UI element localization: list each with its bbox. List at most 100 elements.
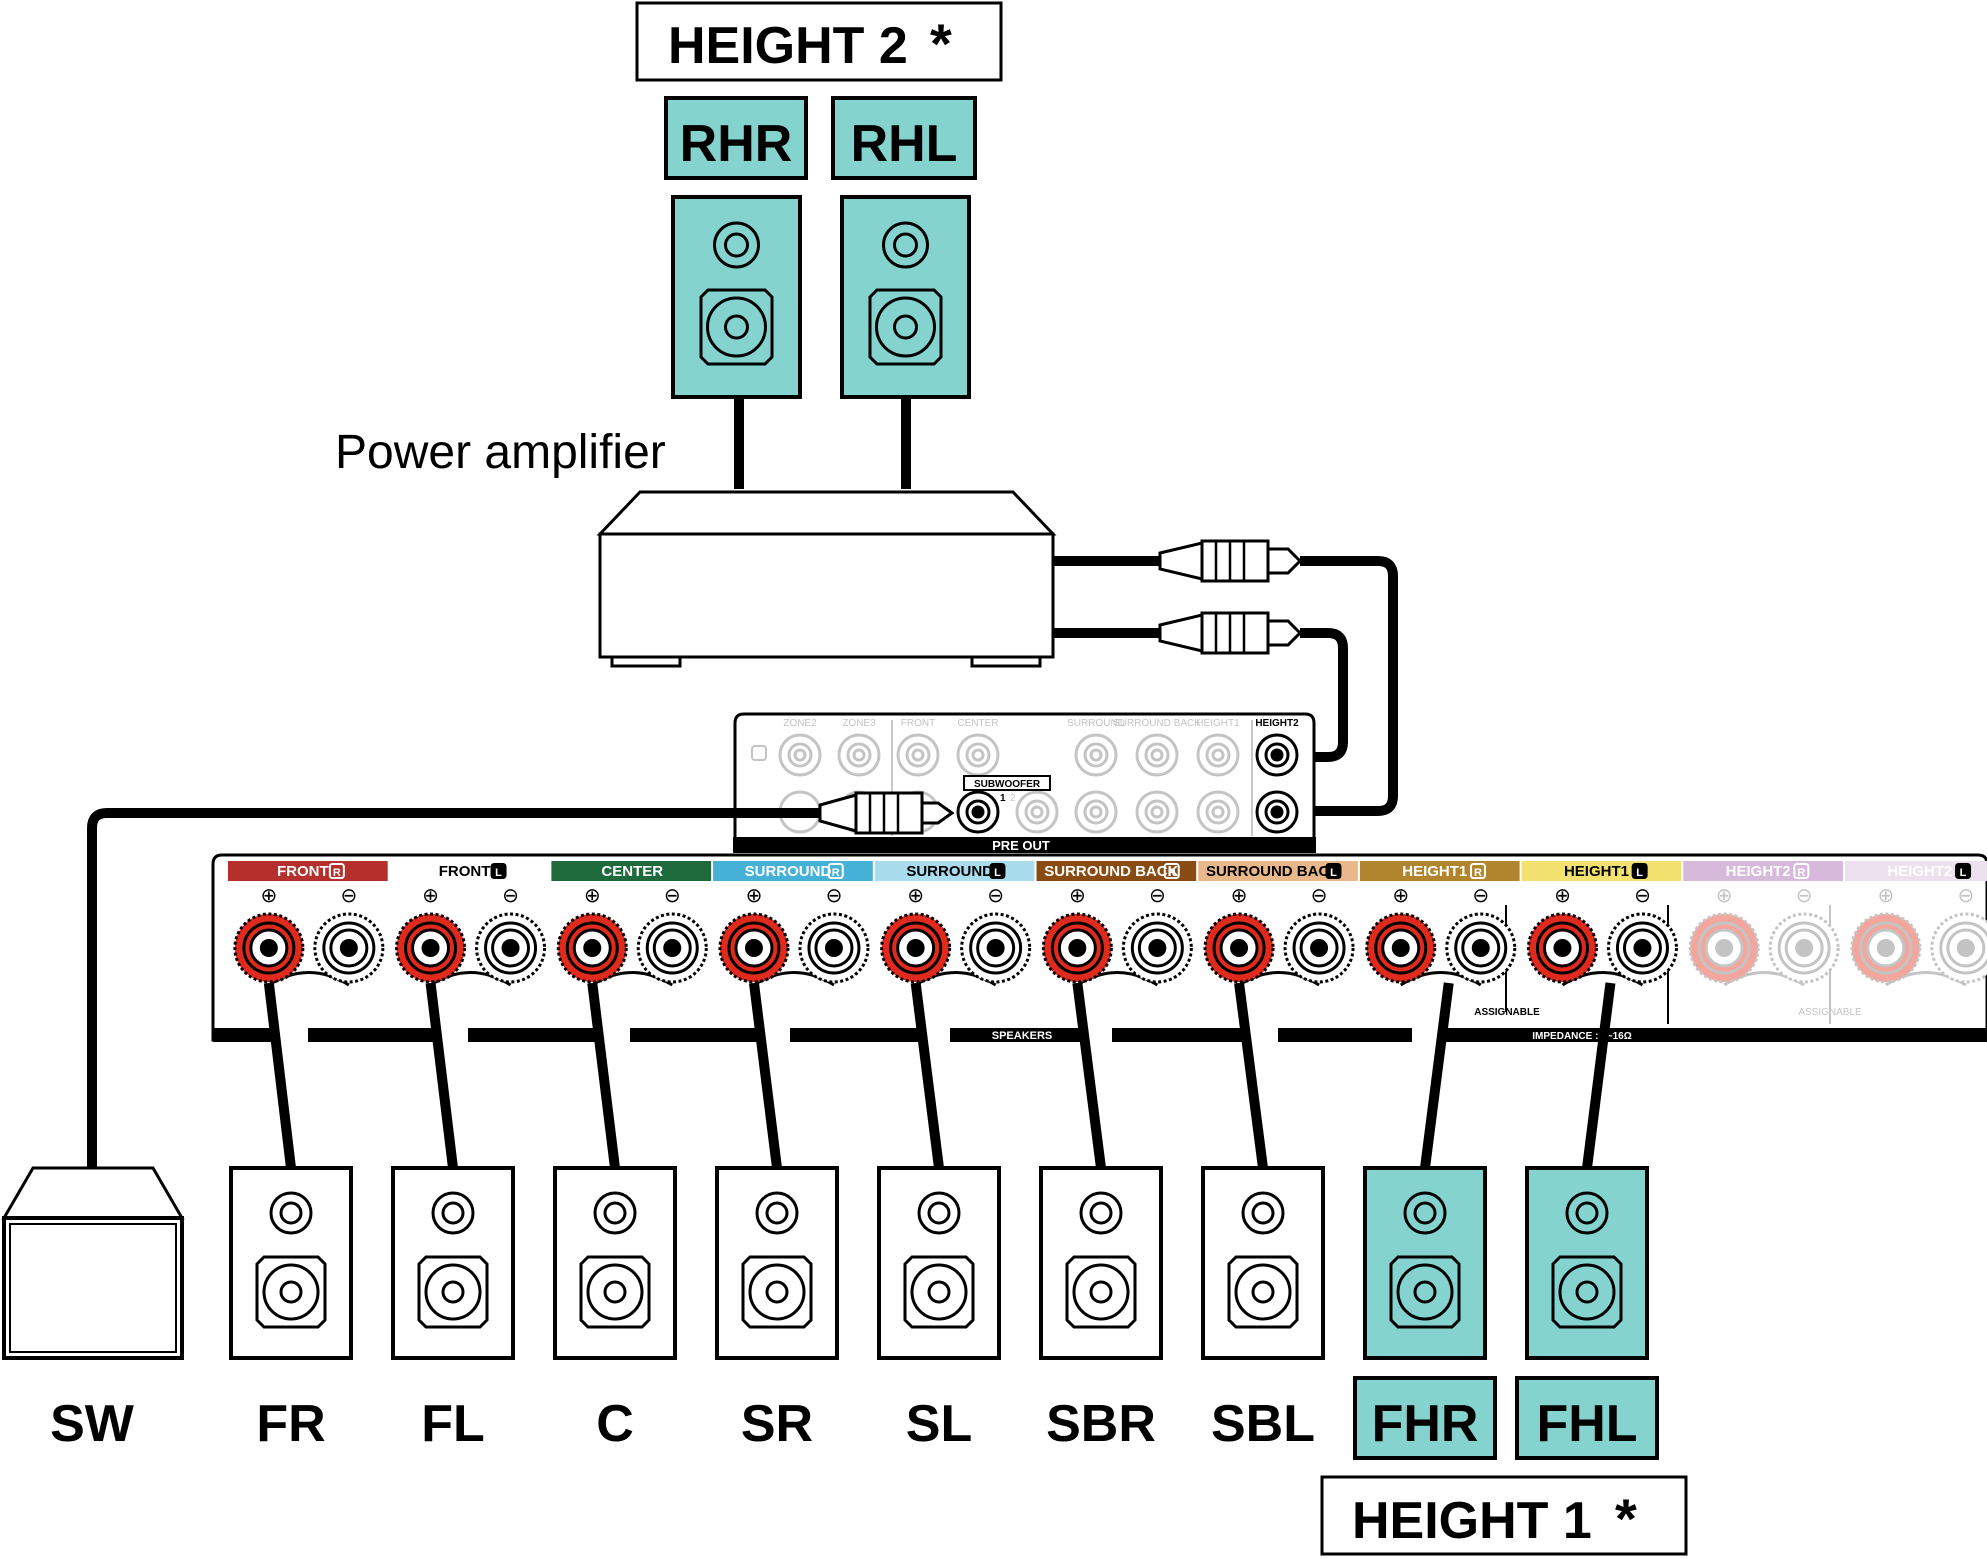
- negative-terminal: [1606, 912, 1678, 984]
- channel-color-bar: [1359, 861, 1520, 881]
- height2-asterisk: *: [930, 12, 952, 75]
- plus-symbol: ⊕: [1069, 885, 1086, 907]
- minus-symbol: ⊖: [664, 885, 681, 907]
- speaker-fhl: FHL: [1515, 1166, 1659, 1460]
- side-badge: [490, 863, 507, 879]
- subwoofer-label: SUBWOOFER: [974, 779, 1041, 790]
- subwoofer-num-1: 1: [1000, 793, 1006, 804]
- negative-terminal: [475, 912, 547, 984]
- side-badge: [1955, 863, 1972, 879]
- side-badge: [827, 863, 844, 879]
- side-badge: [1325, 863, 1342, 879]
- speaker-label-box: [1353, 1376, 1497, 1460]
- negative-terminal: [1930, 912, 1987, 984]
- speaker-icon: [391, 1166, 515, 1360]
- speaker-icon: [1363, 1166, 1487, 1360]
- positive-terminal: [1203, 912, 1275, 984]
- side-badge: [1793, 863, 1810, 879]
- speaker-fr: FR: [229, 1166, 353, 1453]
- subwoofer-top: [1, 1166, 185, 1220]
- channel-name: SURROUND BACK: [1044, 863, 1178, 880]
- negative-terminal: [636, 912, 708, 984]
- channel-color-bar: [551, 861, 712, 881]
- channel-color-bar: [228, 861, 388, 881]
- side-letter: L: [994, 867, 1001, 879]
- rhr-speaker-icon: [671, 195, 802, 399]
- positive-terminal: [880, 912, 952, 984]
- side-badge: [1631, 863, 1648, 879]
- negative-terminal: [1121, 912, 1193, 984]
- speaker-icon: [229, 1166, 353, 1360]
- speaker-sl: SL: [877, 1166, 1001, 1453]
- side-letter: R: [1797, 867, 1805, 879]
- positive-terminal: [1365, 912, 1437, 984]
- channel-color-bar: [1845, 861, 1987, 881]
- channel-name: HEIGHT2: [1726, 863, 1791, 880]
- power-amplifier-label: Power amplifier: [335, 426, 666, 479]
- positive-terminal: [718, 912, 790, 984]
- channel-name: SURROUND: [745, 863, 832, 880]
- speaker-icon: [553, 1166, 677, 1360]
- negative-terminal: [960, 912, 1032, 984]
- negative-terminal: [313, 912, 385, 984]
- minus-symbol: ⊖: [1634, 885, 1651, 907]
- preout-label-zone2: ZONE2: [783, 718, 817, 729]
- channel-color-bar: [713, 861, 873, 881]
- subwoofer-cable: [87, 791, 955, 1168]
- side-letter: L: [1636, 867, 1643, 879]
- plus-symbol: ⊕: [1877, 885, 1894, 907]
- speaker-fhr: FHR: [1353, 1166, 1497, 1460]
- preout-jacks-active: [956, 733, 1299, 834]
- preout-label-height2: HEIGHT2: [1255, 718, 1299, 729]
- channel-name: CENTER: [601, 863, 663, 880]
- preout-label-surround: SURROUND: [1067, 718, 1125, 729]
- rca-plug-lower: [1158, 611, 1303, 655]
- channel-color-bar: [389, 861, 550, 881]
- channel-name: HEIGHT1: [1402, 863, 1467, 880]
- minus-symbol: ⊖: [1472, 885, 1489, 907]
- side-letter: R: [1168, 867, 1176, 879]
- speaker-icon: [1201, 1166, 1325, 1360]
- speaker-label: SBR: [1046, 1395, 1156, 1453]
- speaker-sbl: SBL: [1201, 1166, 1325, 1453]
- positive-terminal: [1850, 912, 1922, 984]
- rhl-speaker-icon: [840, 195, 971, 399]
- pre-out-label: PRE OUT: [992, 838, 1050, 853]
- height2-group: HEIGHT 2 * RHR RHL: [635, 1, 1003, 399]
- negative-terminal: [1283, 912, 1355, 984]
- assignable-label-height1: ASSIGNABLE: [1474, 1007, 1540, 1018]
- height2-wires: [734, 397, 911, 489]
- minus-symbol: ⊖: [1149, 885, 1166, 907]
- speaker-label: SL: [906, 1395, 972, 1453]
- channel-color-bar: [1198, 861, 1358, 881]
- side-letter: L: [1330, 867, 1337, 879]
- side-letter: R: [333, 867, 341, 879]
- minus-symbol: ⊖: [1796, 885, 1813, 907]
- speaker-sbr: SBR: [1039, 1166, 1163, 1453]
- minus-symbol: ⊖: [340, 885, 357, 907]
- channel-3: CENTER⊕⊖: [551, 861, 712, 987]
- speakers-label: SPEAKERS: [992, 1030, 1053, 1042]
- side-badge: [989, 863, 1006, 879]
- speaker-label: SW: [50, 1395, 135, 1453]
- channel-name: HEIGHT1: [1564, 863, 1629, 880]
- positive-terminal: [1688, 912, 1760, 984]
- side-badge: [1163, 863, 1180, 879]
- plus-symbol: ⊕: [1231, 885, 1248, 907]
- minus-symbol: ⊖: [502, 885, 519, 907]
- rca-plug-upper: [1158, 539, 1303, 583]
- positive-terminal: [395, 912, 467, 984]
- power-amplifier: [596, 490, 1057, 668]
